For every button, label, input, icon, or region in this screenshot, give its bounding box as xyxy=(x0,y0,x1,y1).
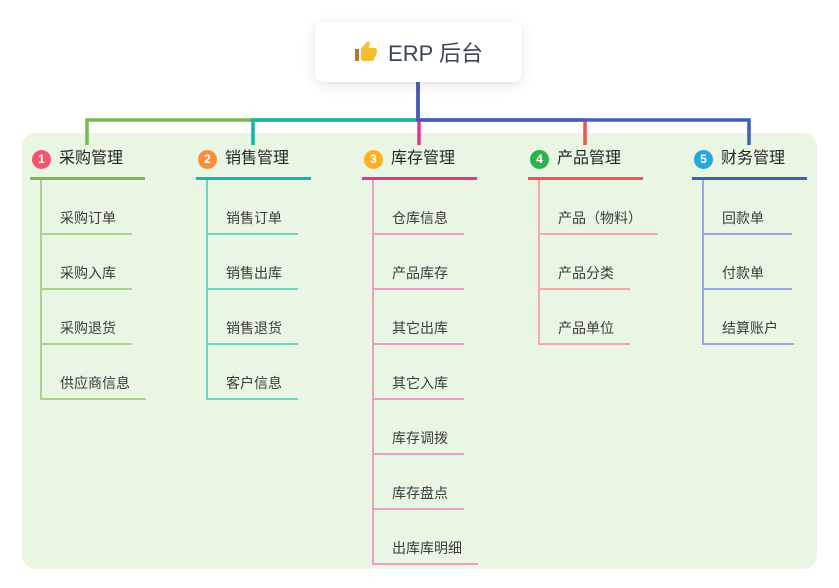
branch: 3 库存管理 仓库信息产品库存其它出库其它入库库存调拨库存盘点出库库明细 xyxy=(362,148,492,565)
branch-number-badge: 3 xyxy=(364,149,383,169)
branch-title: 库存管理 xyxy=(391,150,456,167)
branch-number-badge: 1 xyxy=(32,149,51,169)
branch: 5 财务管理 回款单付款单结算账户 xyxy=(692,148,822,345)
branch-child-item[interactable]: 产品分类 xyxy=(540,235,630,290)
branch-number-badge: 5 xyxy=(694,149,713,169)
branch-child-item[interactable]: 付款单 xyxy=(704,235,792,290)
branch-header[interactable]: 5 财务管理 xyxy=(692,148,807,180)
branch-header[interactable]: 4 产品管理 xyxy=(528,148,643,180)
branch-header[interactable]: 3 库存管理 xyxy=(362,148,477,180)
branch-child-item[interactable]: 库存调拨 xyxy=(374,400,464,455)
branch-child-item[interactable]: 结算账户 xyxy=(704,290,794,345)
branches-panel: 1 采购管理 采购订单采购入库采购退货供应商信息 2 销售管理 销售订单销售出库… xyxy=(22,133,817,569)
branch-children: 仓库信息产品库存其它出库其它入库库存调拨库存盘点出库库明细 xyxy=(372,180,478,565)
branch-child-item[interactable]: 出库库明细 xyxy=(374,510,478,565)
root-title: ERP 后台 xyxy=(388,41,483,66)
branch-child-item[interactable]: 采购订单 xyxy=(42,180,132,235)
branch-child-item[interactable]: 产品单位 xyxy=(540,290,630,345)
branch-child-item[interactable]: 销售出库 xyxy=(208,235,298,290)
branch-title: 销售管理 xyxy=(225,150,290,167)
branch-child-item[interactable]: 客户信息 xyxy=(208,345,298,400)
branch-children: 采购订单采购入库采购退货供应商信息 xyxy=(40,180,146,400)
branch: 1 采购管理 采购订单采购入库采购退货供应商信息 xyxy=(30,148,160,400)
branch-child-item[interactable]: 产品库存 xyxy=(374,235,464,290)
branch-title: 采购管理 xyxy=(59,150,124,167)
thumbs-up-icon xyxy=(354,40,378,64)
root-node[interactable]: ERP 后台 xyxy=(315,22,522,82)
branch-children: 产品（物料）产品分类产品单位 xyxy=(538,180,658,345)
branch-child-item[interactable]: 产品（物料） xyxy=(540,180,658,235)
branch-child-item[interactable]: 仓库信息 xyxy=(374,180,464,235)
branch-child-item[interactable]: 销售订单 xyxy=(208,180,298,235)
branch-child-item[interactable]: 供应商信息 xyxy=(42,345,146,400)
branch-children: 回款单付款单结算账户 xyxy=(702,180,794,345)
branch-child-item[interactable]: 库存盘点 xyxy=(374,455,464,510)
branch: 4 产品管理 产品（物料）产品分类产品单位 xyxy=(528,148,658,345)
branch-child-item[interactable]: 采购退货 xyxy=(42,290,132,345)
branch: 2 销售管理 销售订单销售出库销售退货客户信息 xyxy=(196,148,326,400)
branch-children: 销售订单销售出库销售退货客户信息 xyxy=(206,180,298,400)
branch-title: 产品管理 xyxy=(557,150,622,167)
branch-child-item[interactable]: 销售退货 xyxy=(208,290,298,345)
branch-number-badge: 4 xyxy=(530,149,549,169)
branch-child-item[interactable]: 采购入库 xyxy=(42,235,132,290)
branch-child-item[interactable]: 回款单 xyxy=(704,180,792,235)
branch-title: 财务管理 xyxy=(721,150,786,167)
branch-child-item[interactable]: 其它出库 xyxy=(374,290,464,345)
branch-header[interactable]: 2 销售管理 xyxy=(196,148,311,180)
branch-child-item[interactable]: 其它入库 xyxy=(374,345,464,400)
branch-number-badge: 2 xyxy=(198,149,217,169)
branch-header[interactable]: 1 采购管理 xyxy=(30,148,145,180)
